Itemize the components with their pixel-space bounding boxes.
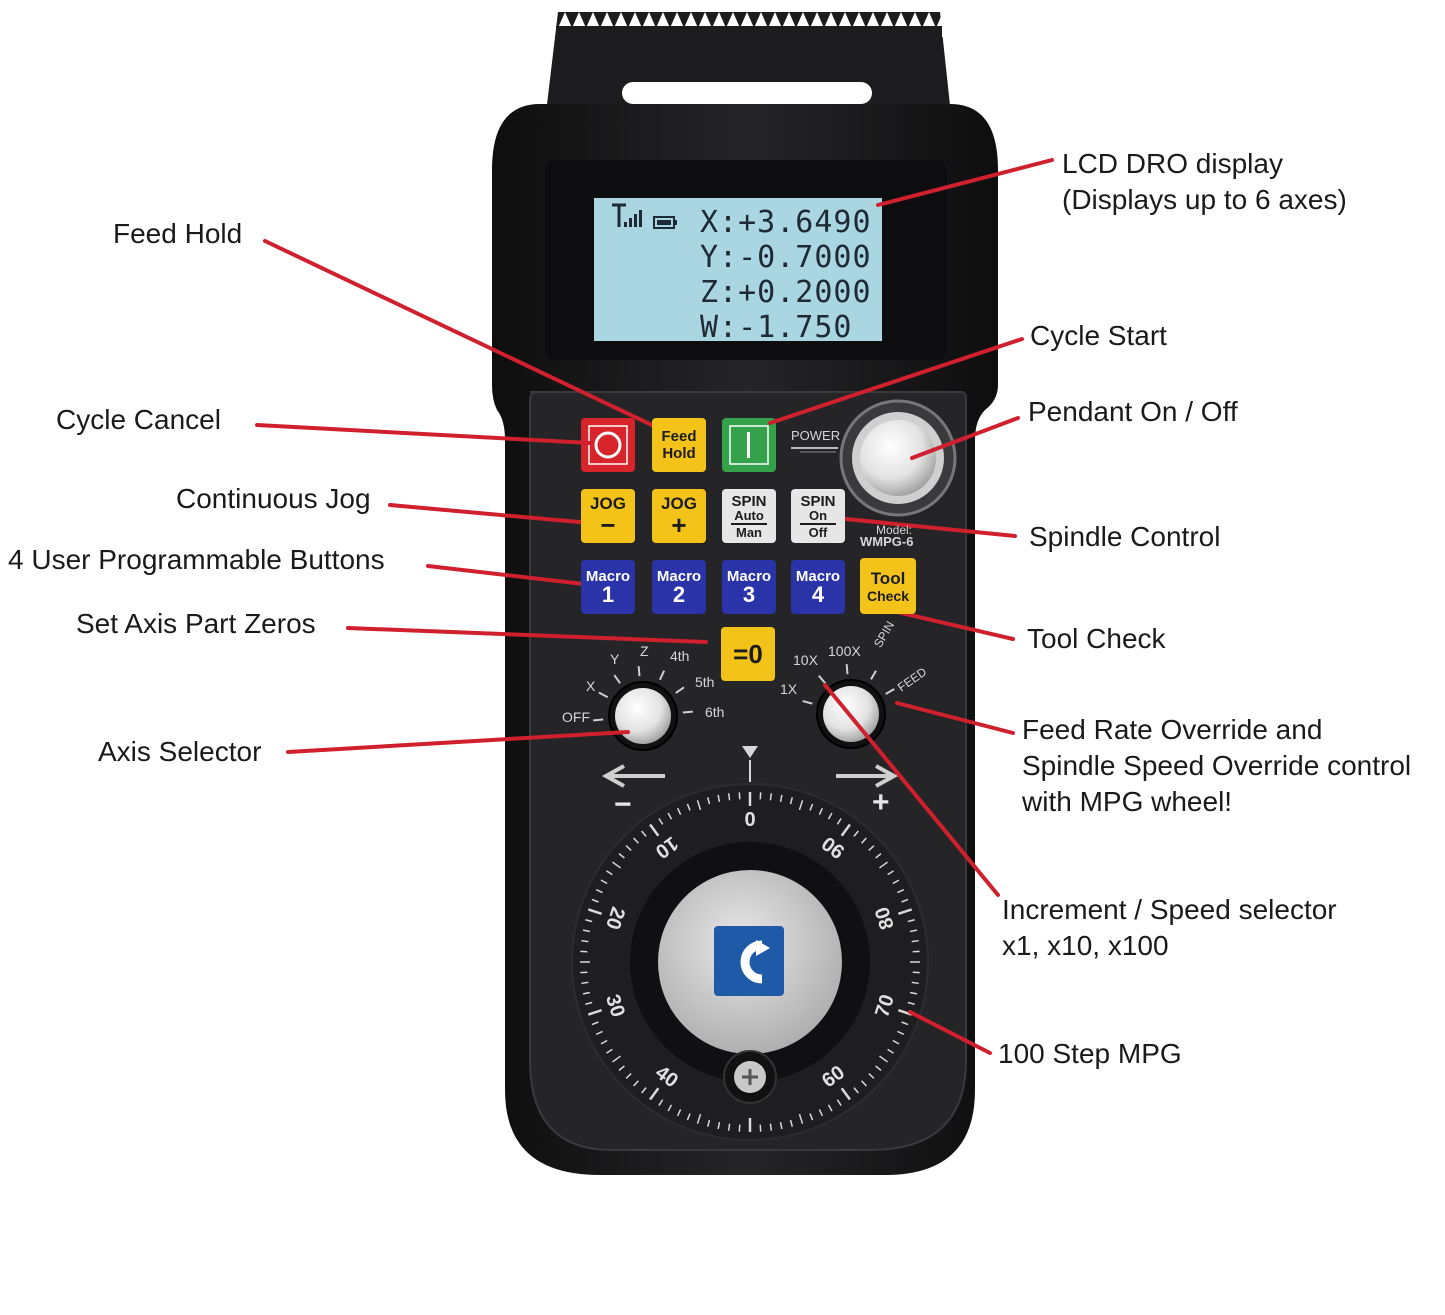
axis-tick-4th: 4th: [670, 648, 690, 664]
macro-4-button[interactable]: Macro 4: [791, 560, 845, 614]
model-label: Model:: [876, 523, 913, 537]
callout-pendant-on-off: Pendant On / Off: [1028, 396, 1238, 427]
leader-axis-selector: [286, 730, 630, 754]
power-label: POWER: [791, 428, 841, 443]
callout-set-axis-zeros: Set Axis Part Zeros: [76, 608, 316, 639]
leader-axis-zeros: [346, 626, 708, 644]
macro-2-button[interactable]: Macro 2: [652, 560, 706, 614]
leader-mpg: [908, 1010, 992, 1055]
leader-cycle-start: [768, 337, 1024, 425]
lcd-line-x: X:+3.6490: [700, 205, 872, 240]
axis-tick-z: Z: [640, 643, 649, 659]
plus-sign: +: [872, 786, 890, 819]
hanger-slot: [622, 82, 872, 104]
minus-sign: −: [614, 788, 632, 821]
callout-lcd: LCD DRO display (Displays up to 6 axes): [1062, 148, 1347, 215]
wheel-number-0: 0: [744, 809, 755, 831]
callout-spindle-control: Spindle Control: [1029, 521, 1221, 552]
callout-user-buttons: 4 User Programmable Buttons: [8, 544, 385, 575]
macro-1-button[interactable]: Macro 1: [581, 560, 635, 614]
hanger-serrations: [556, 12, 950, 44]
leader-user-buttons: [426, 564, 594, 587]
macro-3-button[interactable]: Macro 3: [722, 560, 776, 614]
speed-tick-1x: 1X: [780, 681, 798, 697]
mpg-wheel-ticks: [580, 792, 920, 1132]
model-name: WMPG-6: [860, 534, 914, 549]
signal-icon: [612, 203, 642, 227]
leader-spindle: [834, 516, 1017, 538]
callout-tool-check: Tool Check: [1027, 623, 1166, 654]
leader-lcd: [876, 158, 1054, 207]
callout-feed-rate: Feed Rate Override and Spindle Speed Ove…: [1022, 714, 1412, 817]
cycle-cancel-button-bg: [581, 418, 635, 472]
axis-selector-ticks: [593, 666, 693, 722]
spin-on-off-button[interactable]: SPIN On Off: [791, 489, 845, 543]
axis-tick-6th: 6th: [705, 704, 725, 720]
speed-tick-10x: 10X: [793, 652, 818, 668]
callout-cycle-start: Cycle Start: [1030, 320, 1167, 351]
battery-icon: [653, 216, 677, 229]
cycle-cancel-button[interactable]: [581, 418, 635, 472]
right-arrow-icon: [836, 764, 899, 788]
feed-hold-button[interactable]: Feed Hold: [652, 418, 706, 472]
jog-plus-button[interactable]: JOG +: [652, 489, 706, 543]
leader-feed-rate: [895, 701, 1015, 735]
jog-minus-button[interactable]: JOG −: [581, 489, 635, 543]
speed-selector-ticks: [802, 664, 895, 705]
callout-feed-hold: Feed Hold: [113, 218, 243, 249]
axis-tick-off: OFF: [562, 709, 590, 725]
cycle-start-button[interactable]: [722, 418, 776, 472]
callout-cycle-cancel: Cycle Cancel: [56, 404, 221, 435]
left-arrow-icon: [601, 764, 665, 788]
lcd-line-w: W:-1.750: [700, 310, 853, 345]
leader-increment: [823, 683, 1000, 897]
leader-continuous-jog: [388, 503, 592, 525]
wheel-marker: [742, 746, 758, 758]
callout-axis-selector: Axis Selector: [98, 736, 262, 767]
leader-pendant: [910, 416, 1020, 460]
lcd-line-z: Z:+0.2000: [700, 275, 872, 310]
leader-feed-hold: [263, 239, 679, 439]
callout-increment: Increment / Speed selector x1, x10, x100: [1002, 894, 1337, 961]
axis-tick-x: X: [586, 678, 596, 694]
spin-auto-man-button[interactable]: SPIN Auto Man: [722, 489, 776, 543]
start-icon: [747, 432, 750, 458]
lcd-line-y: Y:-0.7000: [700, 240, 872, 275]
axis-tick-5th: 5th: [695, 674, 715, 690]
callout-mpg: 100 Step MPG: [998, 1038, 1182, 1069]
callout-continuous-jog: Continuous Jog: [176, 483, 371, 514]
stop-icon: [594, 431, 622, 459]
axis-tick-y: Y: [610, 651, 620, 667]
leader-cycle-cancel: [255, 423, 592, 445]
tool-check-button[interactable]: Tool Check: [860, 558, 916, 614]
speed-tick-100x: 100X: [828, 643, 861, 659]
zero-axis-button[interactable]: =0: [721, 627, 775, 681]
